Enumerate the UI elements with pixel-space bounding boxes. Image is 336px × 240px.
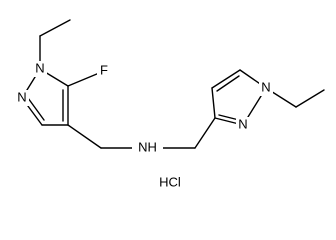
atom-n2-left: N xyxy=(17,89,26,104)
bond-ch2-c3-right xyxy=(194,117,216,149)
bond-c4-ch2-left xyxy=(67,124,102,149)
atom-n2-right: N xyxy=(238,116,247,131)
bond-c4-c5-right-double xyxy=(216,75,240,92)
bond-ethyl-ch3-left xyxy=(39,19,71,37)
atom-n1-right: N xyxy=(261,79,270,94)
atom-n1-left: N xyxy=(35,60,44,75)
bond-n2-c3-left-double xyxy=(27,97,45,121)
bond-n2-c3-right-double xyxy=(218,114,240,121)
atom-fluorine: F xyxy=(100,62,108,77)
salt-label-hcl: HCl xyxy=(159,174,181,189)
atom-label-layer: N N F NH N N HCl xyxy=(15,60,273,189)
atom-amine-nh: NH xyxy=(138,139,157,154)
bond-ethyl-ch3-right xyxy=(295,89,325,108)
bond-c3-c4-right xyxy=(211,87,216,119)
bond-c4-c5-right xyxy=(211,69,241,89)
bond-layer xyxy=(21,19,325,149)
chemical-structure-diagram: N N F NH N N HCl xyxy=(15,19,325,190)
